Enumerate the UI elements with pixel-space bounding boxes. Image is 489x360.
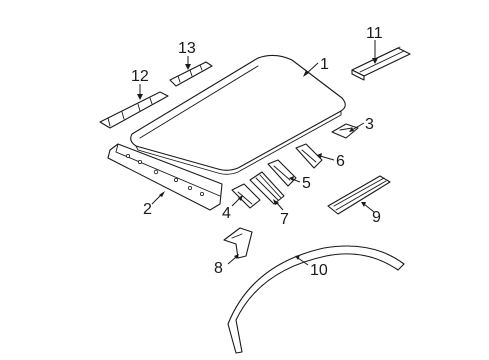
pillar-bracket <box>223 227 253 259</box>
callout-2: 2 <box>143 201 152 218</box>
roof-rail-bracket <box>351 46 411 81</box>
callout-8: 8 <box>214 260 223 277</box>
roof-bow-reinforcement-6 <box>295 143 323 169</box>
callout-12: 12 <box>131 68 149 85</box>
callout-5: 5 <box>302 175 311 192</box>
center-roof-bow <box>249 171 285 205</box>
roof-side-weatherstrip <box>227 245 405 354</box>
small-bracket-right <box>331 123 359 139</box>
callout-7: 7 <box>280 211 289 228</box>
front-header-panel <box>107 143 223 211</box>
callout-10: 10 <box>310 262 328 279</box>
callout-6: 6 <box>336 153 345 170</box>
callout-1: 1 <box>320 56 329 73</box>
roof-bow-bracket-4 <box>231 183 261 209</box>
callout-11: 11 <box>366 25 383 42</box>
leader-arrows <box>137 58 378 260</box>
roof-panel <box>130 54 346 175</box>
side-bracket-right <box>169 61 213 87</box>
callout-13: 13 <box>178 40 196 57</box>
callout-9: 9 <box>372 209 381 226</box>
rear-header <box>327 175 391 215</box>
callout-4: 4 <box>222 205 231 222</box>
roof-bow-reinforcement-5 <box>267 159 297 187</box>
side-bracket-left <box>99 91 169 129</box>
callout-3: 3 <box>365 116 374 133</box>
